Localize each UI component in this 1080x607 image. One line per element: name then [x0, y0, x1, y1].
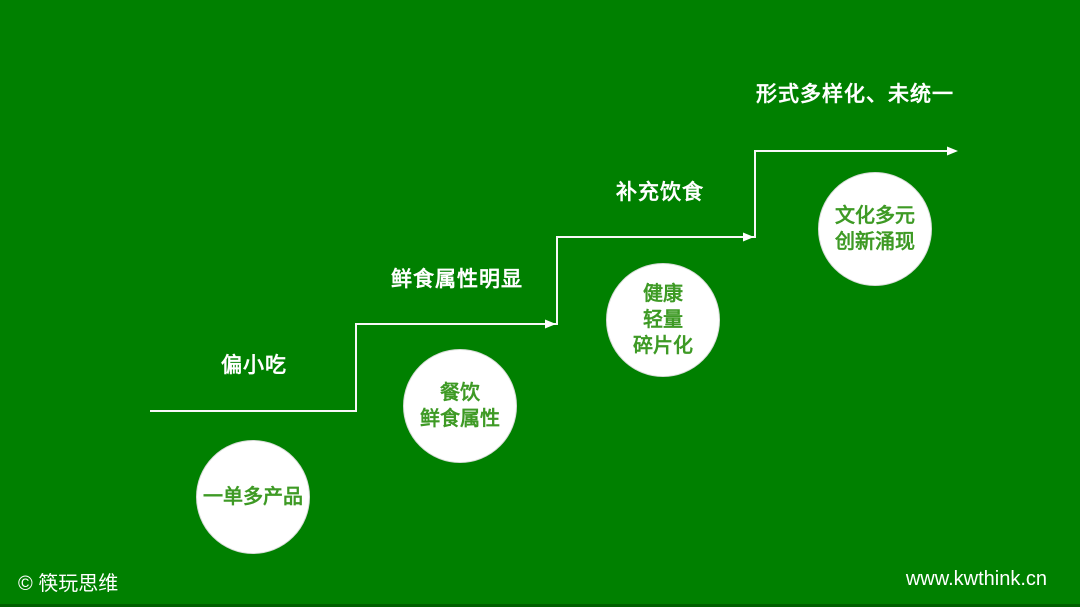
step-2-circle-text: 餐饮 鲜食属性: [420, 380, 500, 432]
circle-text-line: 健康: [643, 283, 683, 305]
step-2-circle: 餐饮 鲜食属性: [403, 349, 517, 463]
bottom-edge-strip: [0, 604, 1080, 607]
step-4-circle: 文化多元 创新涌现: [818, 172, 932, 286]
circle-text-line: 创新涌现: [835, 231, 915, 253]
step-3-circle: 健康 轻量 碎片化: [606, 263, 720, 377]
step-1-label: 偏小吃: [221, 354, 287, 377]
step-1-circle: 一单多产品: [196, 440, 310, 554]
circle-text-line: 餐饮: [440, 382, 480, 404]
step-1-circle-text: 一单多产品: [203, 484, 303, 510]
step-3-circle-text: 健康 轻量 碎片化: [633, 281, 693, 359]
step-2-label: 鲜食属性明显: [391, 268, 523, 291]
arrowhead-step3: [743, 232, 754, 242]
arrowhead-step4: [947, 146, 958, 156]
circle-text-line: 轻量: [643, 309, 683, 331]
step-4-label: 形式多样化、未统一: [756, 83, 954, 106]
circle-text-line: 一单多产品: [203, 486, 303, 508]
website-url: www.kwthink.cn: [905, 568, 1047, 590]
circle-text-line: 碎片化: [633, 335, 693, 357]
step-3-label: 补充饮食: [616, 181, 704, 204]
circle-text-line: 文化多元: [835, 205, 915, 227]
step-4-circle-text: 文化多元 创新涌现: [835, 203, 915, 255]
copyright-text: © 筷玩思维: [18, 573, 119, 595]
circle-text-line: 鲜食属性: [420, 408, 500, 430]
arrowhead-step2: [545, 319, 556, 329]
